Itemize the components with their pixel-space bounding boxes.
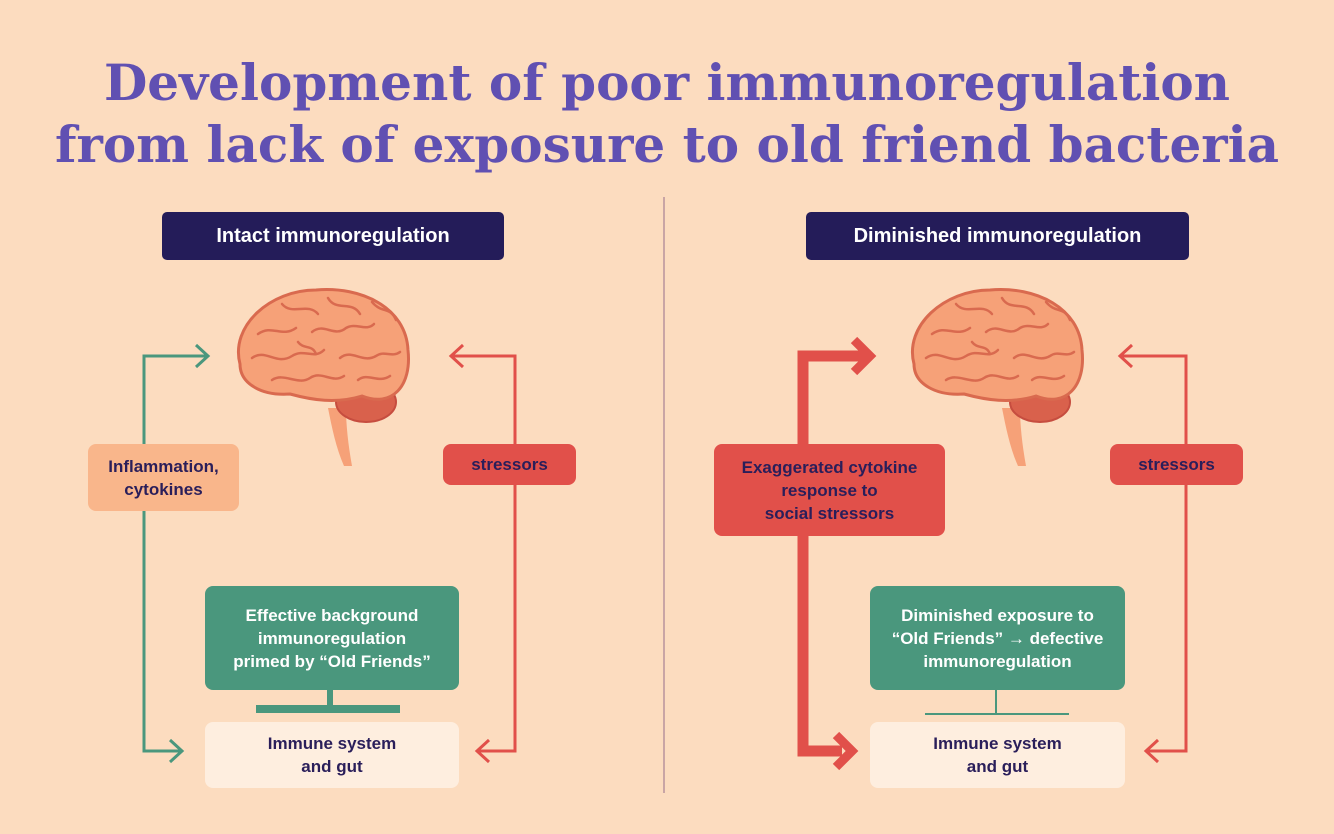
left-stressors-arrow <box>448 343 517 764</box>
left-inflammation-box: Inflammation, cytokines <box>88 444 239 511</box>
left-panel-header: Intact immunoregulation <box>162 212 504 260</box>
left-stressors-label: stressors <box>471 455 548 474</box>
right-exposure-box: Diminished exposure to “Old Friends” → d… <box>870 586 1125 690</box>
title-line-1: Development of poor immunoregulation <box>103 53 1231 112</box>
left-stressors-box: stressors <box>443 444 576 485</box>
right-cytokine-box: Exaggerated cytokine response to social … <box>714 444 945 536</box>
right-exposure-label: Diminished exposure to “Old Friends” → d… <box>891 605 1104 671</box>
right-stressors-box: stressors <box>1110 444 1243 485</box>
right-immune-label: Immune system and gut <box>933 734 1062 776</box>
left-background-box: Effective background immunoregulation pr… <box>205 586 459 690</box>
left-immune-box: Immune system and gut <box>205 722 459 788</box>
left-inflammation-arrow <box>142 343 211 764</box>
right-header-label: Diminished immunoregulation <box>853 224 1142 247</box>
left-background-stand <box>256 688 400 713</box>
title-line-2: from lack of exposure to old friend bact… <box>54 115 1280 174</box>
brain-icon <box>237 288 410 466</box>
right-cytokine-arrow <box>797 336 877 771</box>
right-immune-box: Immune system and gut <box>870 722 1125 788</box>
right-cytokine-label: Exaggerated cytokine response to social … <box>741 457 918 523</box>
left-background-label: Effective background immunoregulation pr… <box>233 605 431 671</box>
right-stressors-arrow <box>1117 343 1188 764</box>
brain-icon <box>911 288 1084 466</box>
right-stressors-label: stressors <box>1138 455 1215 474</box>
right-panel-header: Diminished immunoregulation <box>806 212 1189 260</box>
left-header-label: Intact immunoregulation <box>216 224 450 247</box>
left-immune-label: Immune system and gut <box>267 734 397 776</box>
left-inflammation-label: Inflammation, cytokines <box>108 456 219 499</box>
page-title: Development of poor immunoregulation fro… <box>0 52 1334 176</box>
right-exposure-stand <box>925 690 1069 715</box>
panel-divider <box>663 197 665 793</box>
